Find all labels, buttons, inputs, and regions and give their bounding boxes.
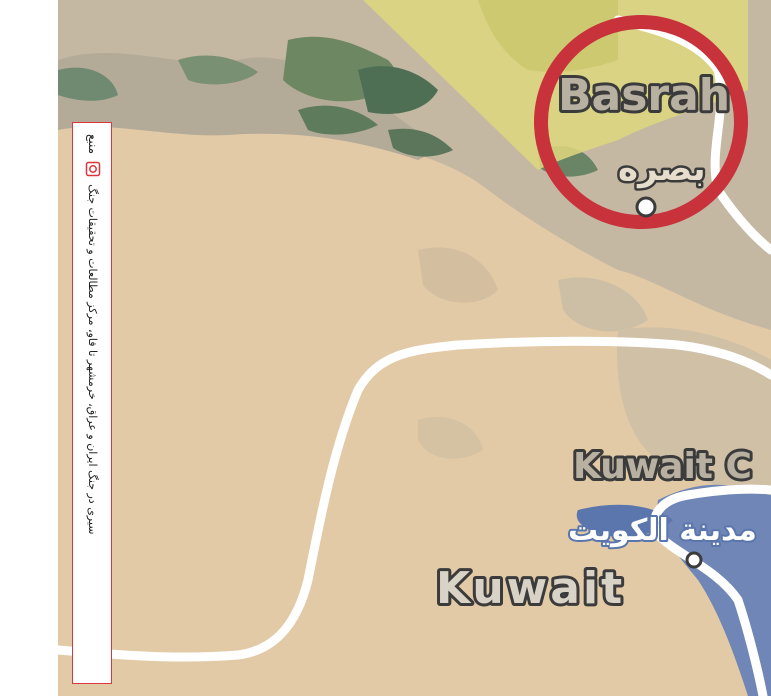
document-icon — [84, 160, 102, 178]
source-caption-content: منبع سیری در جنگ ایران و عراق، خرمشهر تا… — [81, 134, 105, 674]
source-caption: منبع سیری در جنگ ایران و عراق، خرمشهر تا… — [72, 122, 112, 684]
map-canvas: Basrah بصره Kuwait C مدينة الكويت Kuwait — [58, 0, 771, 696]
water-bay — [576, 504, 673, 537]
vegetation-patch-6 — [388, 128, 453, 157]
border-kuwait-west — [58, 336, 771, 662]
vegetation-patch-2 — [358, 66, 438, 114]
map-view[interactable]: Basrah بصره Kuwait C مدينة الكويت Kuwait — [58, 0, 771, 696]
highlight-circle — [534, 15, 748, 229]
desert-patch-2 — [558, 277, 648, 332]
vegetation-patch-4 — [178, 55, 258, 85]
label-kuwait-city-en: Kuwait C — [573, 446, 752, 487]
source-text: سیری در جنگ ایران و عراق، خرمشهر تا فاو،… — [86, 184, 100, 535]
label-basrah-ar: بصره — [618, 149, 706, 189]
vegetation-patch-3 — [298, 105, 378, 135]
kuwait-city-marker — [685, 551, 703, 569]
vegetation-patch-5 — [58, 67, 118, 101]
desert-patch-3 — [418, 416, 483, 459]
source-label: منبع — [86, 134, 100, 155]
border-kuwait-coast — [649, 484, 771, 696]
desert-patch-1 — [418, 247, 498, 303]
label-kuwait-en: Kuwait — [436, 563, 625, 614]
basrah-city-marker — [635, 196, 657, 218]
water-gulf — [657, 484, 771, 696]
label-basrah-en: Basrah — [558, 70, 730, 121]
border-basrah — [613, 15, 771, 255]
land-kuwait — [617, 327, 771, 500]
highlight-inner — [478, 0, 618, 72]
label-kuwait-city-ar: مدينة الكويت — [568, 513, 757, 548]
